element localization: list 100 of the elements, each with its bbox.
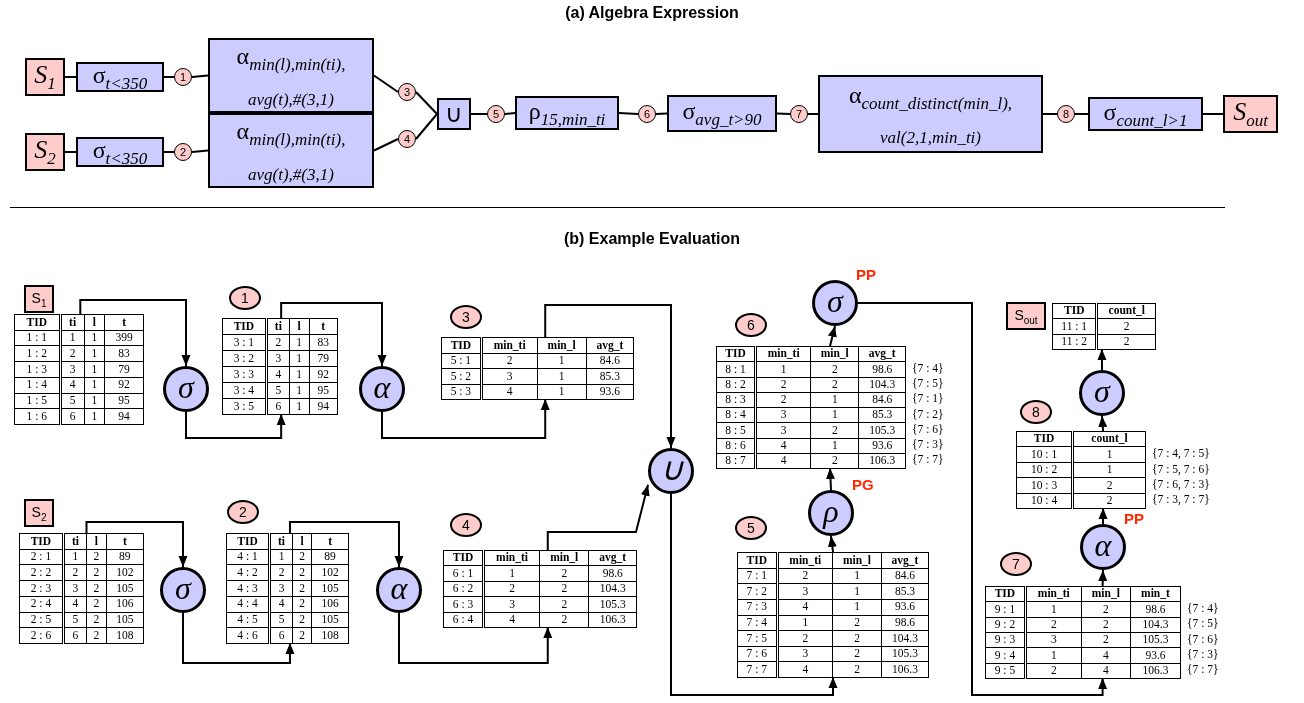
data-table (19, 533, 144, 644)
connector-line (470, 113, 488, 115)
table-cell: 2 (755, 392, 811, 408)
table-cell: 2 (483, 581, 540, 597)
table-cell: 1 (84, 330, 105, 346)
step-number: 6 (735, 313, 767, 337)
table-cell: 94 (104, 408, 144, 425)
table-cell: 5 (60, 393, 85, 409)
table-cell: 9 : 5 (985, 663, 1026, 679)
table-cell: 2 (810, 377, 859, 393)
operator-box: σ$_{t<350}$ (76, 62, 164, 92)
table-cell: 2 (832, 661, 882, 678)
table-cell: 2 (1097, 334, 1156, 350)
table-cell: 4 : 2 (226, 564, 270, 581)
operator-circle: α (376, 567, 422, 613)
table-cell: 5 : 2 (441, 368, 482, 384)
table-cell: 2 : 3 (19, 580, 64, 597)
header-cell: min_l (810, 346, 859, 362)
table-cell: 3 (755, 422, 811, 438)
table-cell: 4 (63, 596, 87, 612)
table-cell: 2 (292, 564, 312, 581)
source-box: S$_{1}$ (25, 58, 65, 96)
table-cell: 1 (537, 353, 587, 369)
table-cell: 85.3 (858, 407, 906, 423)
header-cell: ti (266, 318, 290, 335)
table-cell: 105 (106, 612, 144, 628)
annotation: {7 : 4, 7 : 5} (1152, 447, 1210, 460)
table-cell: 1 (289, 350, 309, 367)
annotation: {7 : 1} (912, 392, 944, 405)
header-cell: avg_t (881, 552, 929, 569)
table-cell: 3 (777, 583, 833, 600)
table-cell: 84.6 (881, 568, 929, 584)
arrow (381, 398, 550, 439)
table-cell: 1 (269, 549, 293, 565)
table-cell: 9 : 4 (985, 647, 1026, 664)
connector-line (64, 76, 77, 78)
table-cell: 5 (63, 612, 87, 628)
table-cell: 2 (1081, 617, 1131, 633)
annotation: {7 : 2} (912, 407, 944, 420)
arrow (827, 325, 837, 347)
table-cell: 7 : 3 (737, 599, 778, 615)
table-cell: 4 : 3 (226, 580, 270, 597)
table-cell: 2 (86, 580, 107, 597)
arrow (857, 302, 1108, 696)
table-cell: 83 (104, 345, 144, 362)
table-cell: 2 (832, 615, 882, 631)
table-cell: 2 (539, 565, 589, 582)
table-cell: 98.6 (858, 361, 906, 377)
arrow (670, 493, 838, 696)
operator-box: σ$_{t<350}$ (76, 137, 164, 167)
table-cell: 2 (86, 612, 107, 628)
table-cell: 2 (777, 568, 833, 584)
annotation: {7 : 3} (1187, 648, 1219, 660)
table-cell: 9 : 2 (985, 617, 1026, 633)
source-box: S$_{1}$ (24, 285, 54, 313)
table-cell: 2 (810, 453, 859, 469)
table-cell: 3 (60, 361, 85, 378)
step-number: 8 (1020, 400, 1052, 424)
operator-circle: σ (1079, 370, 1125, 416)
table-cell: 7 : 4 (737, 615, 778, 631)
arrow (185, 411, 286, 439)
table-cell: 6 : 4 (443, 612, 484, 628)
table-cell: 10 : 2 (1016, 462, 1073, 478)
table-cell: 2 (1081, 601, 1131, 618)
table-cell: 1 : 6 (14, 408, 61, 425)
table-cell: 2 (292, 580, 312, 597)
annotation: {7 : 3} (912, 438, 944, 451)
table-cell: 4 : 6 (226, 627, 270, 644)
table-cell: 105.3 (1130, 632, 1181, 648)
table-cell: 1 (832, 583, 882, 600)
table-cell: 7 : 2 (737, 583, 778, 600)
table-cell: 1 (483, 565, 540, 582)
table-cell: 102 (106, 564, 144, 581)
source-box: S$_{out}$ (1006, 302, 1046, 330)
operator-circle: α (1080, 524, 1126, 570)
operator-circle: σ (160, 567, 206, 613)
annotation: {7 : 7} (1187, 663, 1219, 676)
table-cell: 1 (84, 393, 105, 409)
header-cell: ti (63, 533, 87, 550)
annotation: {7 : 6} (1187, 632, 1219, 645)
table-cell: 1 : 1 (14, 330, 61, 346)
table-cell: 6 (269, 627, 293, 644)
table-cell: 98.6 (1130, 601, 1181, 618)
table-cell: 3 (481, 368, 538, 384)
table-cell: 93.6 (881, 599, 929, 615)
arrow (546, 483, 650, 551)
table-cell: 83 (309, 334, 338, 351)
table-cell: 106.3 (858, 453, 906, 469)
data-table (226, 533, 349, 644)
step-number: 7 (790, 105, 808, 123)
table-cell: 2 (292, 596, 312, 612)
connector-line (163, 151, 175, 153)
table-cell: 6 : 1 (443, 565, 484, 582)
table-cell: 2 (481, 353, 538, 369)
header-cell: min_ti (481, 337, 538, 353)
table-cell: 1 (832, 599, 882, 615)
header-cell: TID (737, 552, 778, 569)
table-cell: 2 (832, 646, 882, 662)
table-cell: 10 : 1 (1016, 446, 1073, 463)
table-cell: 1 (84, 377, 105, 393)
